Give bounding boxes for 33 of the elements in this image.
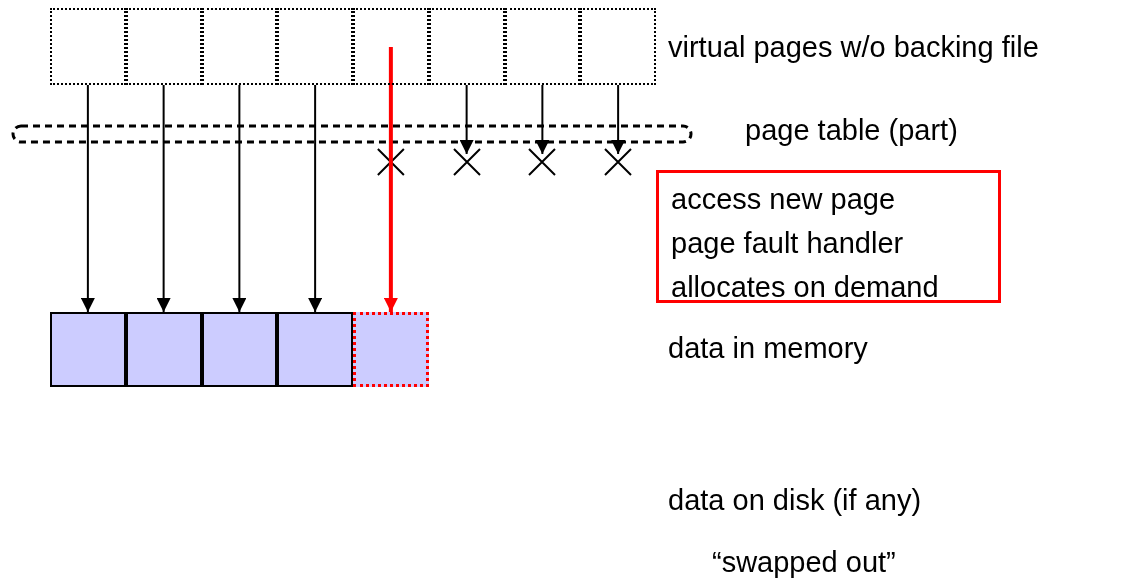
arrow bbox=[535, 84, 550, 155]
arrow bbox=[308, 84, 323, 313]
memory-frame-box bbox=[353, 312, 429, 387]
note-text: page fault handler bbox=[671, 226, 905, 261]
arrow bbox=[611, 84, 626, 155]
memory-frame-box bbox=[277, 312, 353, 387]
arrow bbox=[383, 47, 398, 312]
note-text: access new page bbox=[671, 182, 897, 217]
virtual-page-box bbox=[504, 8, 581, 85]
arrow bbox=[459, 84, 474, 155]
memory-frame-box bbox=[125, 312, 202, 387]
virtual-page-box bbox=[428, 8, 505, 85]
arrow bbox=[232, 84, 247, 313]
virtual-page-box bbox=[353, 8, 429, 85]
caption-text: data in memory bbox=[668, 331, 868, 365]
cross-mark bbox=[528, 148, 557, 176]
memory-frame-box bbox=[50, 312, 126, 387]
caption-text: virtual pages w/o backing file bbox=[668, 30, 1039, 64]
arrow bbox=[80, 84, 95, 313]
caption-text: “swapped out” bbox=[712, 545, 896, 579]
virtual-page-box bbox=[50, 8, 126, 85]
virtual-page-box bbox=[201, 8, 278, 85]
caption-text: data on disk (if any) bbox=[668, 483, 922, 517]
note-box bbox=[656, 170, 1001, 303]
memory-frame-box bbox=[201, 312, 278, 387]
virtual-page-box bbox=[125, 8, 202, 85]
cross-mark bbox=[452, 148, 481, 176]
virtual-page-box bbox=[580, 8, 656, 85]
caption-text: page table (part) bbox=[745, 113, 958, 147]
cross-mark bbox=[604, 148, 633, 176]
virtual-page-box bbox=[277, 8, 353, 85]
note-text: allocates on demand bbox=[671, 270, 940, 305]
arrow bbox=[156, 84, 171, 313]
